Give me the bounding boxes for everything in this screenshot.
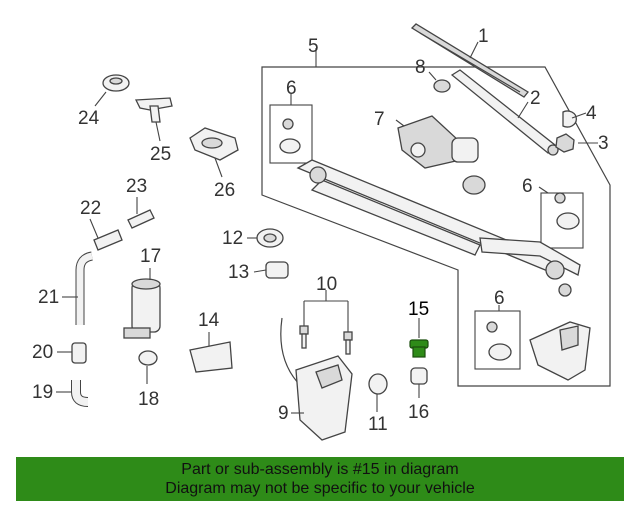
part-13-cap bbox=[265, 261, 289, 279]
part-6-grommet-bottom bbox=[486, 321, 512, 361]
callout-8: 8 bbox=[415, 57, 426, 78]
callout-5: 5 bbox=[308, 36, 319, 57]
callout-18: 18 bbox=[138, 389, 159, 410]
callout-2: 2 bbox=[530, 88, 541, 109]
part-16-nut bbox=[410, 367, 428, 385]
part-23-connector bbox=[127, 209, 155, 229]
callout-7: 7 bbox=[374, 109, 385, 130]
callout-17: 17 bbox=[140, 246, 161, 267]
callout-10: 10 bbox=[316, 274, 337, 295]
part-18-grommet bbox=[138, 350, 158, 366]
wiper-linkage bbox=[296, 159, 581, 297]
part-14-bracket bbox=[189, 341, 233, 373]
callout-4: 4 bbox=[586, 103, 597, 124]
callout-15: 15 bbox=[408, 299, 429, 320]
part-4-cover bbox=[562, 110, 577, 128]
part-3-nut bbox=[555, 133, 575, 153]
assembly-5-outline bbox=[261, 66, 611, 387]
part-25-connector bbox=[134, 97, 173, 123]
callout-21: 21 bbox=[38, 287, 59, 308]
part-10-bolts bbox=[299, 325, 353, 355]
callout-11: 11 bbox=[368, 414, 388, 435]
detail-box-6-bottom bbox=[474, 310, 521, 370]
part-22-connector bbox=[93, 229, 123, 251]
part-26-nozzle bbox=[189, 127, 239, 161]
part-9-washer-reservoir bbox=[280, 317, 353, 441]
callout-labels: 1 2 3 4 5 6 6 6 7 8 9 10 11 12 13 14 15 … bbox=[32, 26, 609, 435]
part-11-grommet bbox=[368, 373, 388, 395]
callout-6-right: 6 bbox=[522, 176, 533, 197]
banner-line-1: Part or sub-assembly is #15 in diagram bbox=[181, 461, 459, 478]
part-2-wiper-arm bbox=[450, 69, 559, 156]
part-6-grommet-left bbox=[279, 118, 301, 154]
linkage-bracket bbox=[529, 321, 591, 381]
callout-3: 3 bbox=[598, 133, 609, 154]
info-banner: Part or sub-assembly is #15 in diagram D… bbox=[16, 457, 624, 501]
callout-16: 16 bbox=[408, 402, 429, 423]
callout-22: 22 bbox=[80, 198, 101, 219]
callout-9: 9 bbox=[278, 403, 289, 424]
part-15-bolt-highlighted[interactable] bbox=[409, 339, 429, 358]
banner-line-2: Diagram may not be specific to your vehi… bbox=[165, 480, 475, 497]
part-24-grommet bbox=[102, 74, 130, 92]
callout-12: 12 bbox=[222, 228, 243, 249]
parts-diagram: 1 2 3 4 5 6 6 6 7 8 9 10 11 12 13 14 15 … bbox=[32, 23, 611, 441]
part-8-cap bbox=[433, 79, 451, 93]
callout-6-left: 6 bbox=[286, 78, 297, 99]
callout-14: 14 bbox=[198, 310, 220, 331]
callout-20: 20 bbox=[32, 342, 53, 363]
callout-13: 13 bbox=[228, 262, 249, 283]
part-7-wiper-motor bbox=[397, 115, 479, 169]
callout-6-bottom: 6 bbox=[494, 288, 505, 309]
callout-24: 24 bbox=[78, 108, 100, 129]
part-12-clip bbox=[256, 228, 284, 248]
leader-lines bbox=[56, 41, 598, 414]
part-17-washer-pump bbox=[123, 278, 161, 339]
callout-26: 26 bbox=[214, 180, 235, 201]
part-20-sleeve bbox=[71, 342, 87, 364]
callout-19: 19 bbox=[32, 382, 53, 403]
part-6-grommet-right bbox=[554, 192, 580, 230]
detail-box-6-left bbox=[269, 104, 313, 164]
callout-23: 23 bbox=[126, 176, 147, 197]
callout-25: 25 bbox=[150, 144, 171, 165]
callout-1: 1 bbox=[478, 26, 489, 47]
part-1-wiper-blade bbox=[410, 23, 529, 98]
